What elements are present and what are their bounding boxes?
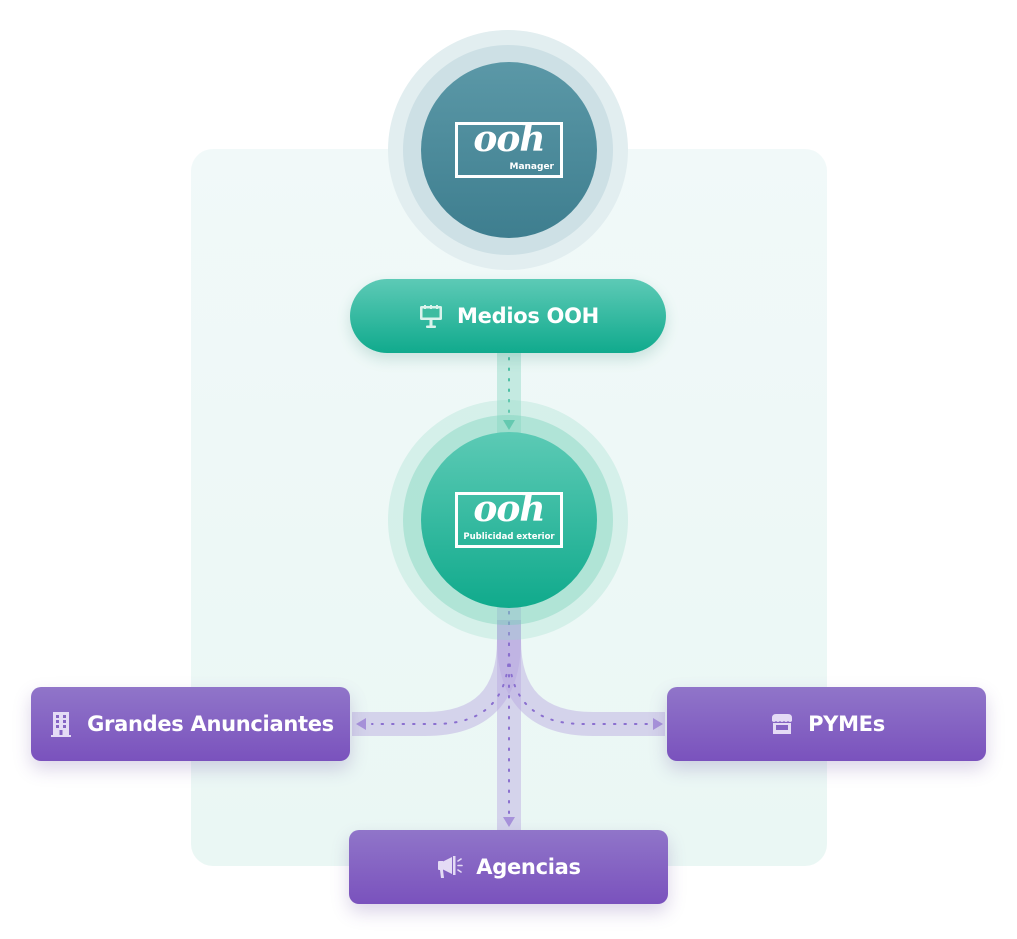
arrow-down-purple [503, 817, 515, 827]
ooh-manager-logo: ooh Manager [455, 118, 563, 178]
grandes-anunciantes-label: Grandes Anunciantes [87, 712, 334, 736]
pymes-label: PYMEs [808, 712, 885, 736]
building-icon [51, 712, 72, 737]
pymes-node[interactable]: PYMEs [667, 687, 986, 761]
arrow-left-purple [356, 718, 366, 730]
logo-word: ooh [473, 118, 545, 160]
arrow-down-teal [503, 420, 515, 430]
megaphone-icon [438, 856, 464, 878]
ooh-publicidad-logo: ooh Publicidad exterior [455, 488, 563, 548]
agencias-node[interactable]: Agencias [349, 830, 668, 904]
logo-subtitle: Publicidad exterior [463, 532, 555, 542]
medios-ooh-node[interactable]: Medios OOH [350, 279, 666, 353]
medios-ooh-label: Medios OOH [457, 304, 599, 328]
logo-word: ooh [473, 488, 545, 530]
billboard-icon [420, 305, 443, 328]
grandes-anunciantes-node[interactable]: Grandes Anunciantes [31, 687, 350, 761]
arrow-right-purple [653, 718, 663, 730]
agencias-label: Agencias [476, 855, 581, 879]
ooh-manager-node[interactable]: ooh Manager [421, 62, 597, 238]
connector-medios-to-publicidad [497, 353, 521, 433]
storefront-icon [772, 714, 793, 734]
ooh-publicidad-node[interactable]: ooh Publicidad exterior [421, 432, 597, 608]
logo-subtitle: Manager [509, 162, 555, 172]
